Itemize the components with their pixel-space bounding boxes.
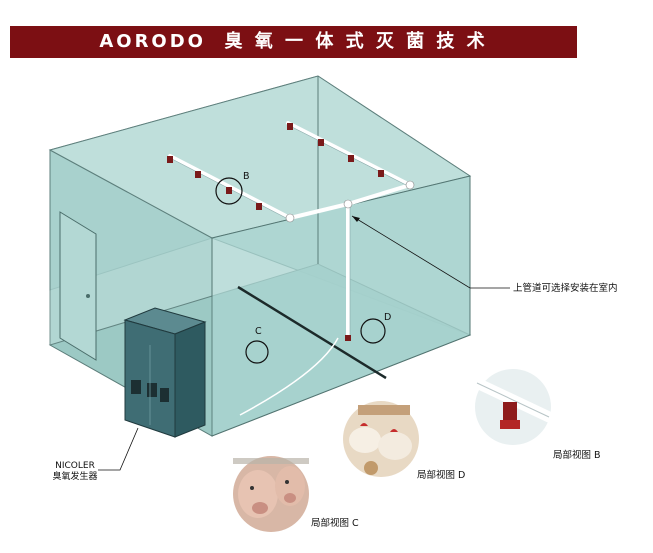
generator-name: 臭氧发生器 — [52, 472, 98, 482]
detail-b-label: 局部视图 B — [553, 450, 601, 461]
marker-d-circle — [360, 318, 386, 344]
title-banner: AORODO 臭 氧 一 体 式 灭 菌 技 术 — [10, 26, 577, 58]
marker-c-label: C — [255, 326, 262, 337]
marker-d-label: D — [384, 312, 392, 323]
marker-c-circle — [245, 340, 269, 364]
nozzle-closeup-photo — [471, 369, 555, 445]
pipe-note: 上管道可选择安装在室内 — [513, 283, 618, 294]
chicken-photo — [343, 401, 419, 477]
generator-label: NICOLER 臭氧发生器 — [50, 461, 100, 483]
banner-title: AORODO 臭 氧 一 体 式 灭 菌 技 术 — [99, 31, 488, 52]
detail-d-label: 局部视图 D — [417, 470, 466, 481]
marker-b-label: B — [243, 171, 250, 182]
ozone-generator-cabinet — [123, 307, 207, 438]
pig-photo — [233, 456, 309, 532]
pipe-nozzle-icon — [167, 123, 384, 341]
pipe-note-pointer — [351, 215, 510, 289]
detail-c-label: 局部视图 C — [311, 518, 359, 529]
door-icon — [59, 211, 97, 361]
room-front-wall — [211, 175, 471, 437]
floor-divider — [237, 285, 387, 380]
generator-brand: NICOLER — [55, 461, 95, 471]
marker-b-circle — [215, 177, 243, 205]
